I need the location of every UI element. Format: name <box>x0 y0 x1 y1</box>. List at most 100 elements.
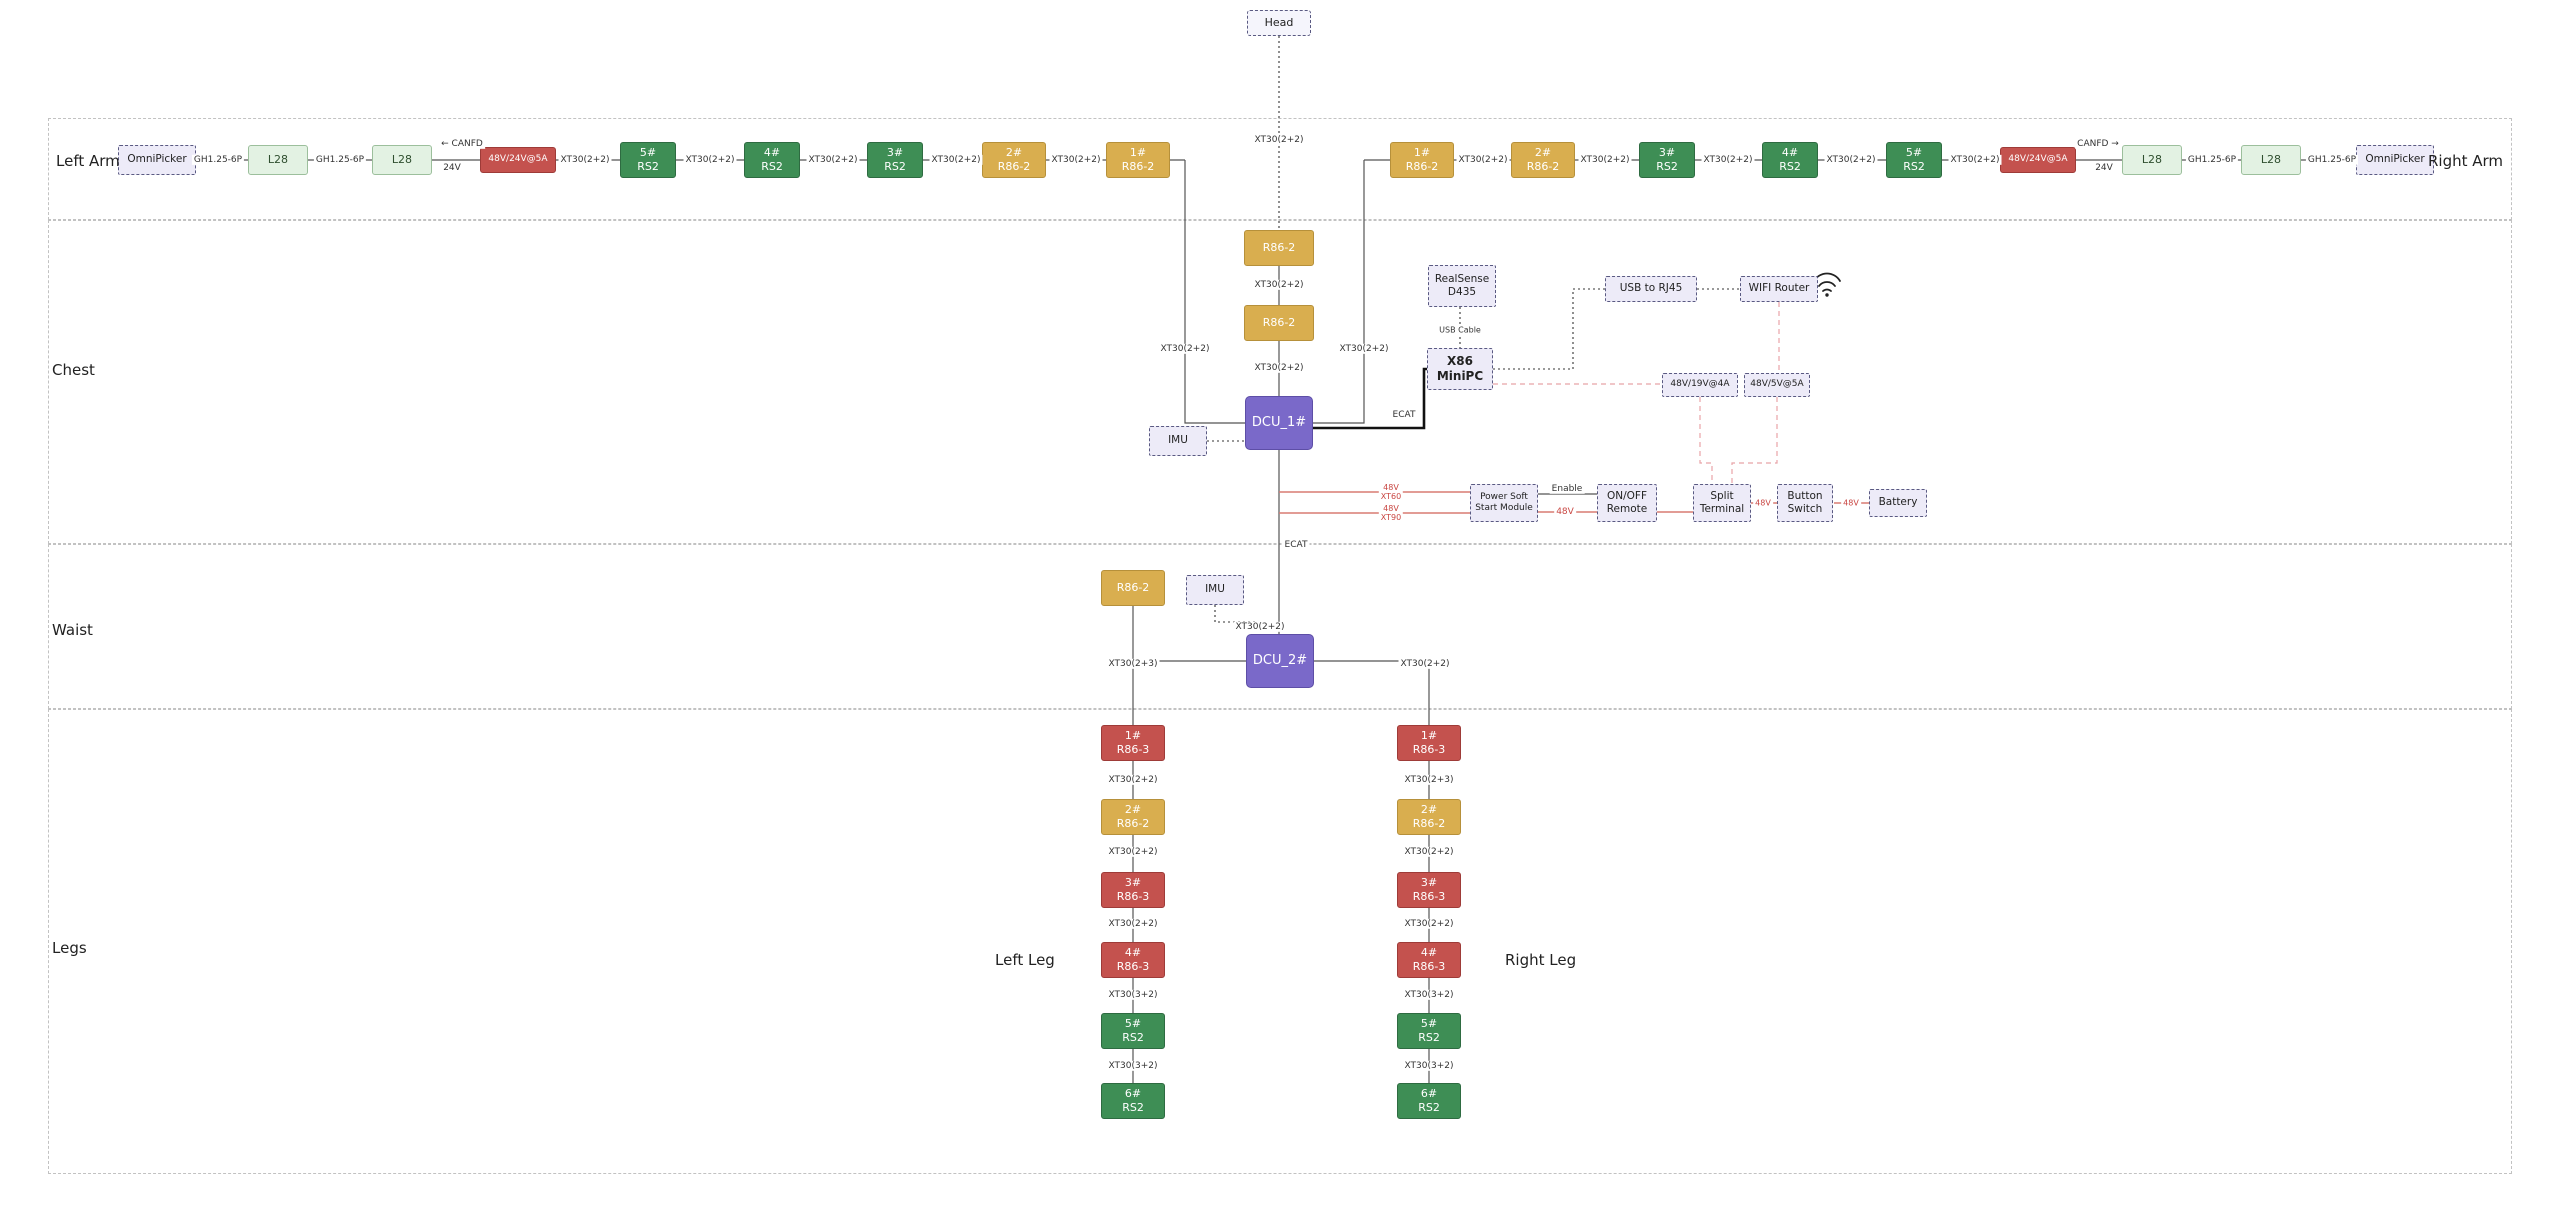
leg-r-6-box: 6# RS2 <box>1397 1083 1461 1119</box>
l28-left-2-box: L28 <box>372 145 432 175</box>
edge-label-xt-ll-4: XT30(3+2) <box>1106 989 1160 1001</box>
ecat-line <box>1313 367 1427 430</box>
edge-label-xt-al-4: XT30(2+2) <box>929 154 983 166</box>
edge-label-xt-al-2: XT30(2+2) <box>683 154 737 166</box>
dcdc-5v-box: 48V/5V@5A <box>1744 373 1810 397</box>
imu-waist-box: IMU <box>1186 575 1244 605</box>
dcu2-box: DCU_2# <box>1246 634 1314 688</box>
head-box: Head <box>1247 10 1311 36</box>
edge-label-v24-l: 24V <box>441 162 463 174</box>
imu-chest-box: IMU <box>1149 426 1207 456</box>
leg-l-2-box: 2# R86-2 <box>1101 799 1165 835</box>
edge-label-v48-b: 48V <box>1753 498 1773 508</box>
edge-label-gh-l-2: GH1.25-6P <box>313 154 367 166</box>
edge-label-canfd-r: CANFD → <box>2075 138 2121 150</box>
edge-label-gh-r-1: GH1.25-6P <box>2185 154 2239 166</box>
edge-label-gh-l-1: GH1.25-6P <box>191 154 245 166</box>
edge-label-xt-rl-4: XT30(3+2) <box>1402 989 1456 1001</box>
realsense-box: RealSense D435 <box>1428 265 1496 307</box>
edge-label-xt-al-1: XT30(2+2) <box>558 154 612 166</box>
arms-band <box>48 118 2512 220</box>
edge-label-canfd-l: ← CANFD <box>439 138 485 150</box>
l28-right-1-box: L28 <box>2122 145 2182 175</box>
edge-label-xt-drop-r: XT30(2+2) <box>1337 343 1391 355</box>
leg-r-4-box: 4# R86-3 <box>1397 942 1461 978</box>
leg-r-3-box: 3# R86-3 <box>1397 872 1461 908</box>
leg-l-6-box: 6# RS2 <box>1101 1083 1165 1119</box>
leg-r-2-box: 2# R86-2 <box>1397 799 1461 835</box>
leg-l-1-box: 1# R86-3 <box>1101 725 1165 761</box>
edge-label-xt-neck-2: XT30(2+2) <box>1252 362 1306 374</box>
right-arm-label: Right Arm <box>2428 152 2504 170</box>
chest-band <box>48 220 2512 544</box>
left-arm-label: Left Arm <box>56 152 120 170</box>
edge-label-xt-rl-3: XT30(2+2) <box>1402 918 1456 930</box>
r86-waist-box: R86-2 <box>1101 570 1165 606</box>
power-soft-start-box: Power Soft Start Module <box>1470 484 1538 522</box>
edge-label-xt60: 48V XT60 <box>1378 482 1404 502</box>
l28-right-2-box: L28 <box>2241 145 2301 175</box>
r86-neck-2-box: R86-2 <box>1244 305 1314 341</box>
battery-box: Battery <box>1869 489 1927 517</box>
edge-label-xt-ar-5: XT30(2+2) <box>1948 154 2002 166</box>
dcu1-box: DCU_1# <box>1245 396 1313 450</box>
waist-band <box>48 544 2512 709</box>
waist-label: Waist <box>52 621 93 639</box>
edge-label-ecat-2: ECAT <box>1282 539 1310 551</box>
dcdc-19v-box: 48V/19V@4A <box>1662 373 1738 397</box>
edge-label-xt-ar-2: XT30(2+2) <box>1578 154 1632 166</box>
edge-label-xt-waist-r86: XT30(2+2) <box>1233 621 1287 633</box>
omnipicker-right-box: OmniPicker <box>2356 145 2434 175</box>
rs2-right-4-box: 4# RS2 <box>1762 142 1818 178</box>
edge-label-xt-rl-1: XT30(2+3) <box>1402 774 1456 786</box>
right-leg-label: Right Leg <box>1505 951 1577 969</box>
r86-right-2-box: 2# R86-2 <box>1511 142 1575 178</box>
r86-left-1-box: 1# R86-2 <box>1106 142 1170 178</box>
edge-label-xt-rl-5: XT30(3+2) <box>1402 1060 1456 1072</box>
chest-label: Chest <box>52 361 95 379</box>
left-leg-label: Left Leg <box>995 951 1055 969</box>
edge-label-xt-ar-4: XT30(2+2) <box>1824 154 1878 166</box>
r86-left-2-box: 2# R86-2 <box>982 142 1046 178</box>
edge-label-xt-neck-1: XT30(2+2) <box>1252 279 1306 291</box>
rs2-left-4-box: 4# RS2 <box>744 142 800 178</box>
l28-left-1-box: L28 <box>248 145 308 175</box>
edge-label-v48-c: 48V <box>1841 498 1861 508</box>
edge-label-v48-a: 48V <box>1554 506 1576 518</box>
edge-label-xt-al-3: XT30(2+2) <box>806 154 860 166</box>
leg-r-5-box: 5# RS2 <box>1397 1013 1461 1049</box>
r86-right-1-box: 1# R86-2 <box>1390 142 1454 178</box>
edge-label-xt90: 48V XT90 <box>1378 503 1404 523</box>
r86-neck-1-box: R86-2 <box>1244 230 1314 266</box>
split-terminal-box: Split Terminal <box>1693 484 1751 522</box>
edge-label-xt-rl-2: XT30(2+2) <box>1402 846 1456 858</box>
edge-label-ecat-1: ECAT <box>1390 409 1418 421</box>
edge-label-xt-ll-5: XT30(3+2) <box>1106 1060 1160 1072</box>
edge-label-gh-r-2: GH1.25-6P <box>2305 154 2359 166</box>
psu-right-box: 48V/24V@5A <box>2000 147 2076 173</box>
edge-label-xt-ll-3: XT30(2+2) <box>1106 918 1160 930</box>
edge-label-v24-r: 24V <box>2093 162 2115 174</box>
leg-l-4-box: 4# R86-3 <box>1101 942 1165 978</box>
rs2-right-5-box: 5# RS2 <box>1886 142 1942 178</box>
rs2-left-3-box: 3# RS2 <box>867 142 923 178</box>
edge-label-xt-drop-l: XT30(2+2) <box>1158 343 1212 355</box>
leg-l-3-box: 3# R86-3 <box>1101 872 1165 908</box>
wifi-router-box: WIFI Router <box>1740 276 1818 302</box>
leg-l-5-box: 5# RS2 <box>1101 1013 1165 1049</box>
legs-band <box>48 709 2512 1174</box>
edge-label-xt-ar-3: XT30(2+2) <box>1701 154 1755 166</box>
rs2-left-5-box: 5# RS2 <box>620 142 676 178</box>
edge-label-xt-leg-corner-l: XT30(2+3) <box>1106 658 1160 670</box>
edge-label-xt-ll-2: XT30(2+2) <box>1106 846 1160 858</box>
psu-left-box: 48V/24V@5A <box>480 147 556 173</box>
edge-label-xt-al-5: XT30(2+2) <box>1049 154 1103 166</box>
edge-label-xt-ar-1: XT30(2+2) <box>1456 154 1510 166</box>
edge-label-xt-head: XT30(2+2) <box>1252 134 1306 146</box>
usb-rj45-box: USB to RJ45 <box>1605 276 1697 302</box>
edge-label-xt-leg-corner-r: XT30(2+2) <box>1398 658 1452 670</box>
onoff-remote-box: ON/OFF Remote <box>1597 484 1657 522</box>
edge-label-xt-ll-1: XT30(2+2) <box>1106 774 1160 786</box>
edge-label-enable: Enable <box>1549 483 1585 495</box>
